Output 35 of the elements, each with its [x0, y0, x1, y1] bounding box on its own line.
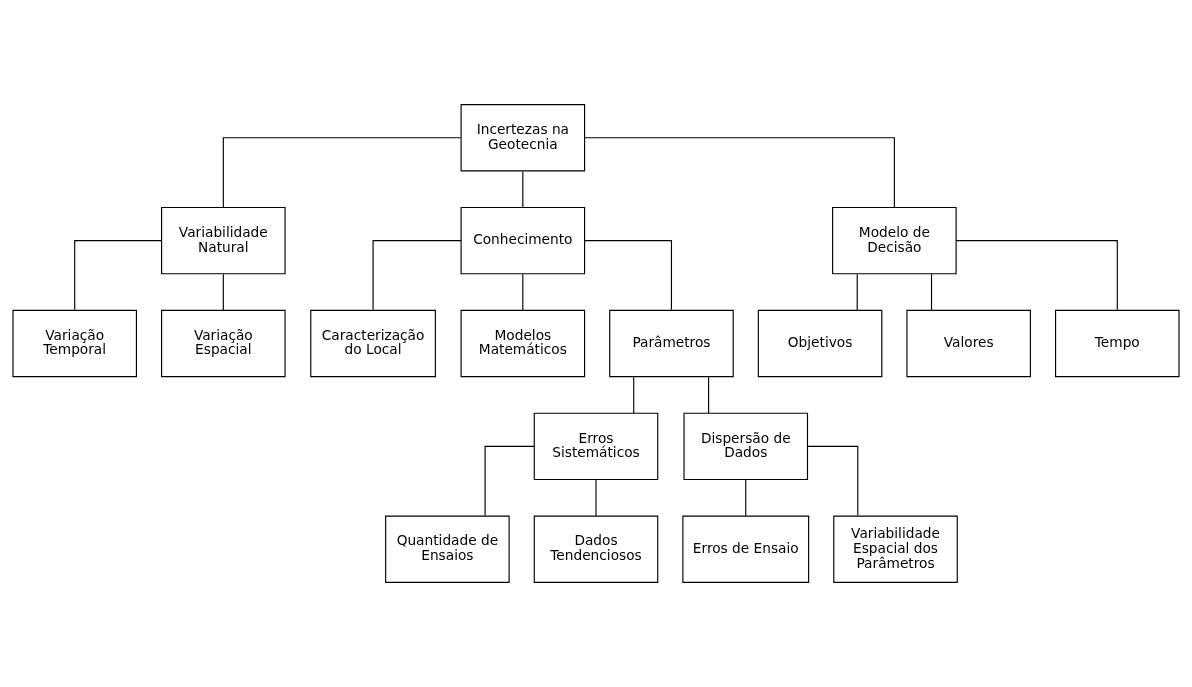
- connector: [807, 445, 859, 517]
- connector: [522, 273, 524, 311]
- node-box: Erros Sistemáticos: [533, 412, 659, 481]
- connector: [708, 376, 710, 414]
- connector: [745, 479, 747, 517]
- connector: [584, 137, 895, 208]
- connector: [222, 273, 224, 311]
- node-box: Variação Temporal: [12, 309, 137, 378]
- node-box: Valores: [906, 309, 1031, 378]
- node-box: Incertezas na Geotecnia: [460, 104, 586, 172]
- node-box: Objetivos: [757, 309, 883, 378]
- connector: [856, 273, 858, 311]
- connector: [372, 240, 462, 311]
- node-box: Variabilidade Espacial dos Parâmetros: [833, 515, 958, 583]
- connector: [955, 240, 1118, 311]
- connector: [633, 376, 635, 414]
- node-box: Dispersão de Dados: [683, 412, 809, 481]
- connector: [522, 170, 524, 208]
- node-box: Dados Tendenciosos: [533, 515, 659, 583]
- connector: [74, 240, 163, 311]
- node-box: Tempo: [1055, 309, 1180, 378]
- connector: [484, 445, 535, 517]
- node-box: Caracterização do Local: [310, 309, 436, 378]
- node-box: Quantidade de Ensaios: [385, 515, 510, 583]
- node-box: Variabilidade Natural: [161, 206, 286, 275]
- connector: [930, 273, 933, 311]
- connector: [595, 479, 597, 517]
- node-box: Modelos Matemáticos: [460, 309, 586, 378]
- node-box: Erros de Ensaio: [682, 515, 810, 583]
- node-box: Modelo de Decisão: [832, 206, 957, 275]
- node-box: Conhecimento: [460, 206, 586, 275]
- connector: [584, 240, 673, 311]
- connector: [222, 137, 462, 208]
- node-box: Variação Espacial: [161, 309, 286, 378]
- node-box: Parâmetros: [609, 309, 734, 378]
